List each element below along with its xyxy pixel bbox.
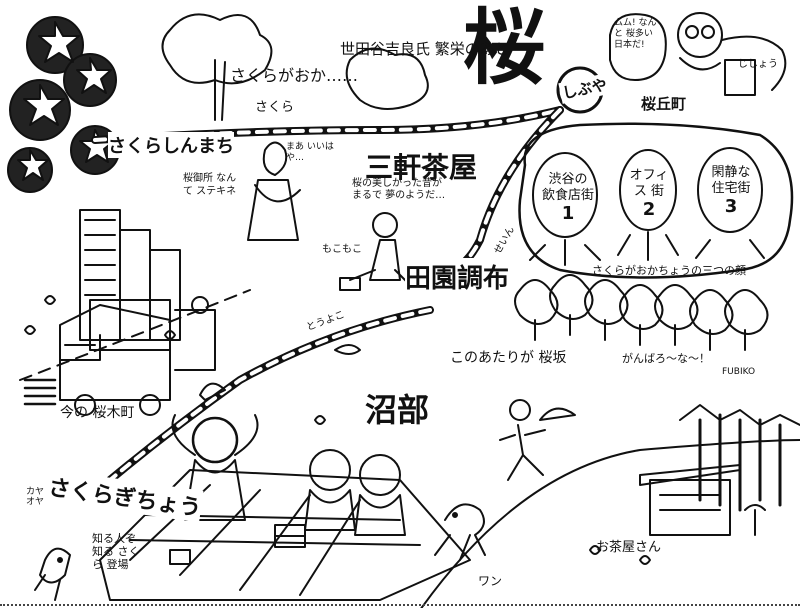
sakura-word: さくら [255,100,295,115]
station-denenchofu: 田園調布 [405,258,510,295]
face-2-label-text: オフィス 街 [629,168,669,199]
label-wan: ワン [478,574,503,588]
face-2-number: 2 [642,199,656,221]
label-chaya-san: お茶屋さん [596,540,662,555]
label-ganbaro: がんばろ～な～！ [622,352,710,365]
sakuragaoka-line: さくらがおか…… [230,66,359,85]
note-mukashi: 桜の美しかった昔が まるで 夢のようだ… [352,178,446,201]
signature-fubiko: FUBIKO [722,367,756,377]
face-1-label: 渋谷の 飲食店街 1 [540,172,596,225]
label-sakuragaoka-cho: 桜丘町 [641,95,687,113]
note-muu: ムム! なんと 桜多い 日本だ! [614,18,657,50]
station-sakurashinmachi: さくらしんまち [108,132,234,158]
face-3-label-text: 閑静な 住宅街 [711,165,751,196]
face-1-number: 1 [561,203,575,225]
cherry-blossom-cluster-icon [7,16,120,193]
label-mokomoko: もこもこ [322,244,362,255]
note-shiru: 知る人ぞ知る さくら 登場 [92,532,140,572]
note-gosho: 桜御所 なんて ステキネ [183,173,237,197]
label-imano-sakuragicho: 今の 桜木町 [60,405,135,421]
face-3-number: 3 [724,196,738,218]
note-kaya: カヤ オヤ [26,487,45,507]
label-sakurazaka: このあたりが 桜坂 [450,350,567,366]
station-numabe: 沼部 [365,385,430,431]
station-sanken-chaya: 三軒茶屋 [365,146,478,186]
setagaya-note: 世田谷吉良氏 繁栄のあと [340,40,510,58]
label-jishou: じしょう [738,59,778,70]
label-three-faces: さくらがおかちょうの三つの顔 [592,264,746,277]
big-title-sakura: 桜 [463,1,546,96]
face-3-label: 閑静な 住宅街 3 [703,165,759,218]
note-maa: まあ いいはや… [286,142,334,163]
face-1-label-text: 渋谷の 飲食店街 [541,172,594,203]
face-2-label: オフィス 街 2 [625,168,673,221]
bottom-border [0,604,800,606]
